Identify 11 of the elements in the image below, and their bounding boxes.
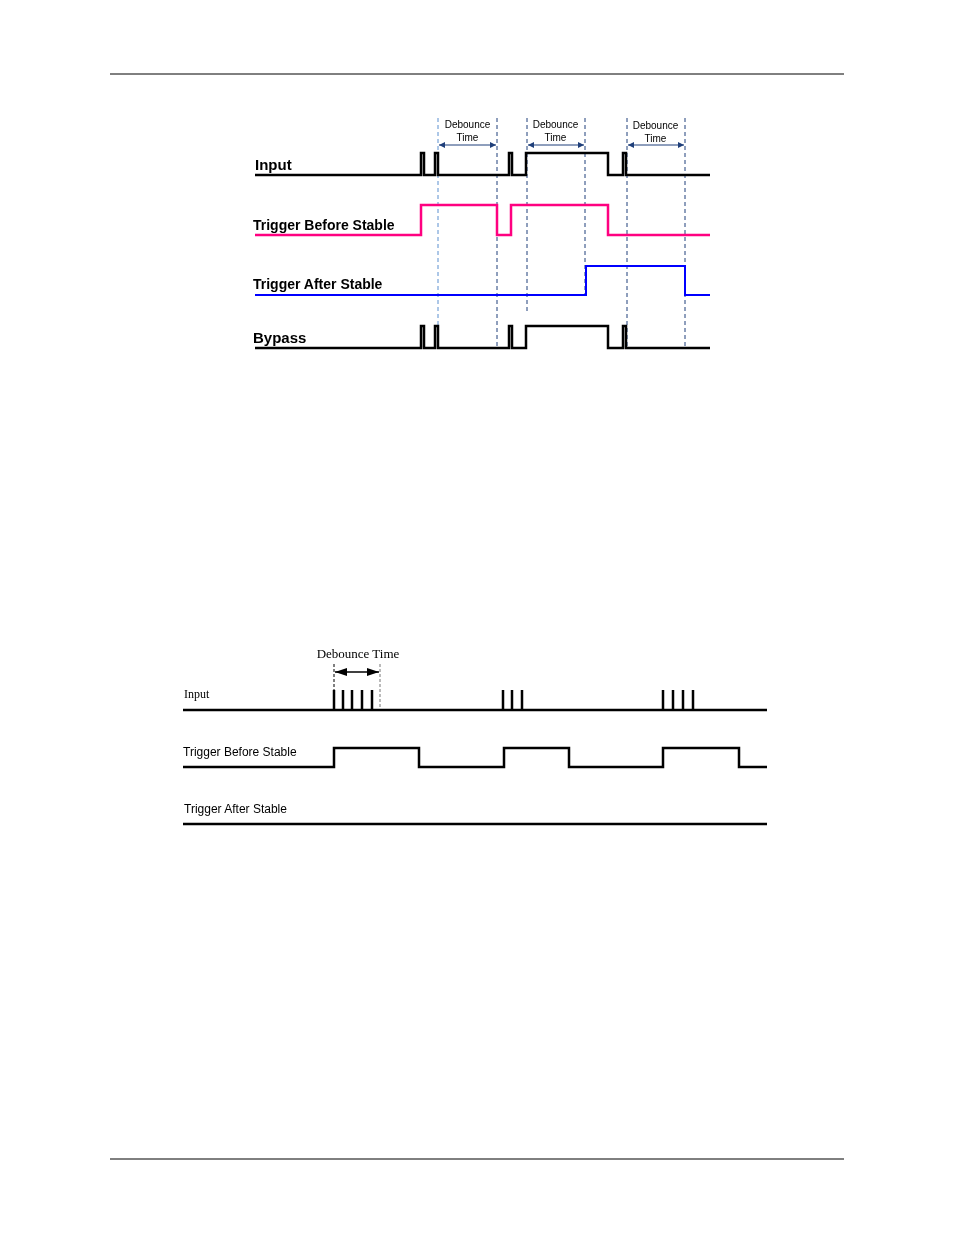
- signal-label: Trigger After Stable: [184, 802, 287, 817]
- signal-label: Trigger After Stable: [253, 275, 383, 293]
- signal-label: Debounce Time: [631, 119, 680, 145]
- signal-label: Trigger Before Stable: [183, 745, 297, 760]
- signal-label: Input: [184, 687, 210, 702]
- signal-label: Debounce Time: [443, 118, 492, 144]
- signal-label: Debounce Time: [315, 646, 401, 662]
- signal-label: Trigger Before Stable: [253, 216, 395, 234]
- signal-label: Bypass: [253, 329, 307, 347]
- signal-label: Debounce Time: [531, 118, 580, 144]
- signal-label: Input: [255, 156, 292, 174]
